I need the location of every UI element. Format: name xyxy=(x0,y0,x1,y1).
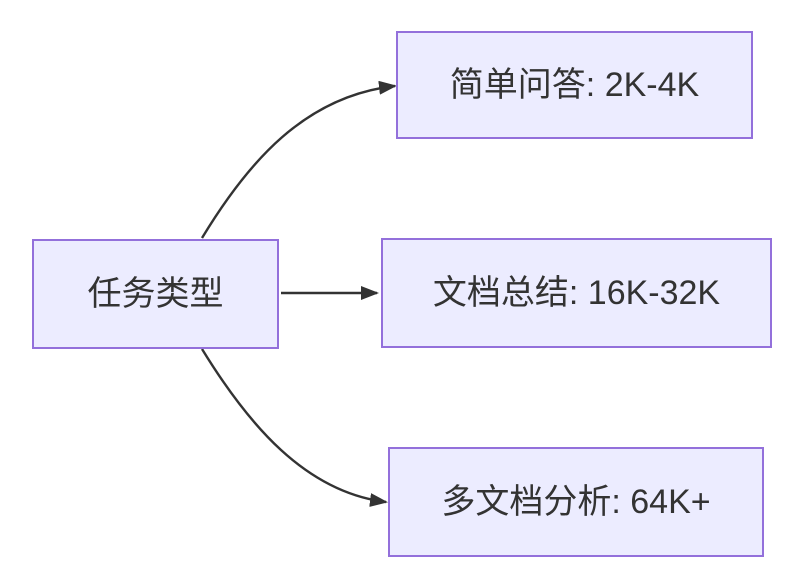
edge-task-type-to-simple-qa xyxy=(200,80,397,239)
flowchart-node-multi-doc: 多文档分析: 64K+ xyxy=(388,447,764,557)
flowchart-node-task-type: 任务类型 xyxy=(32,239,279,349)
node-label-doc-summary: 文档总结: 16K-32K xyxy=(432,273,721,312)
node-label-simple-qa: 简单问答: 2K-4K xyxy=(449,65,700,104)
flowchart-node-doc-summary: 文档总结: 16K-32K xyxy=(381,238,772,348)
node-label-multi-doc: 多文档分析: 64K+ xyxy=(441,482,711,521)
edge-task-type-to-multi-doc xyxy=(200,348,388,507)
flowchart-node-simple-qa: 简单问答: 2K-4K xyxy=(396,31,753,139)
node-label-task-type: 任务类型 xyxy=(87,274,224,313)
